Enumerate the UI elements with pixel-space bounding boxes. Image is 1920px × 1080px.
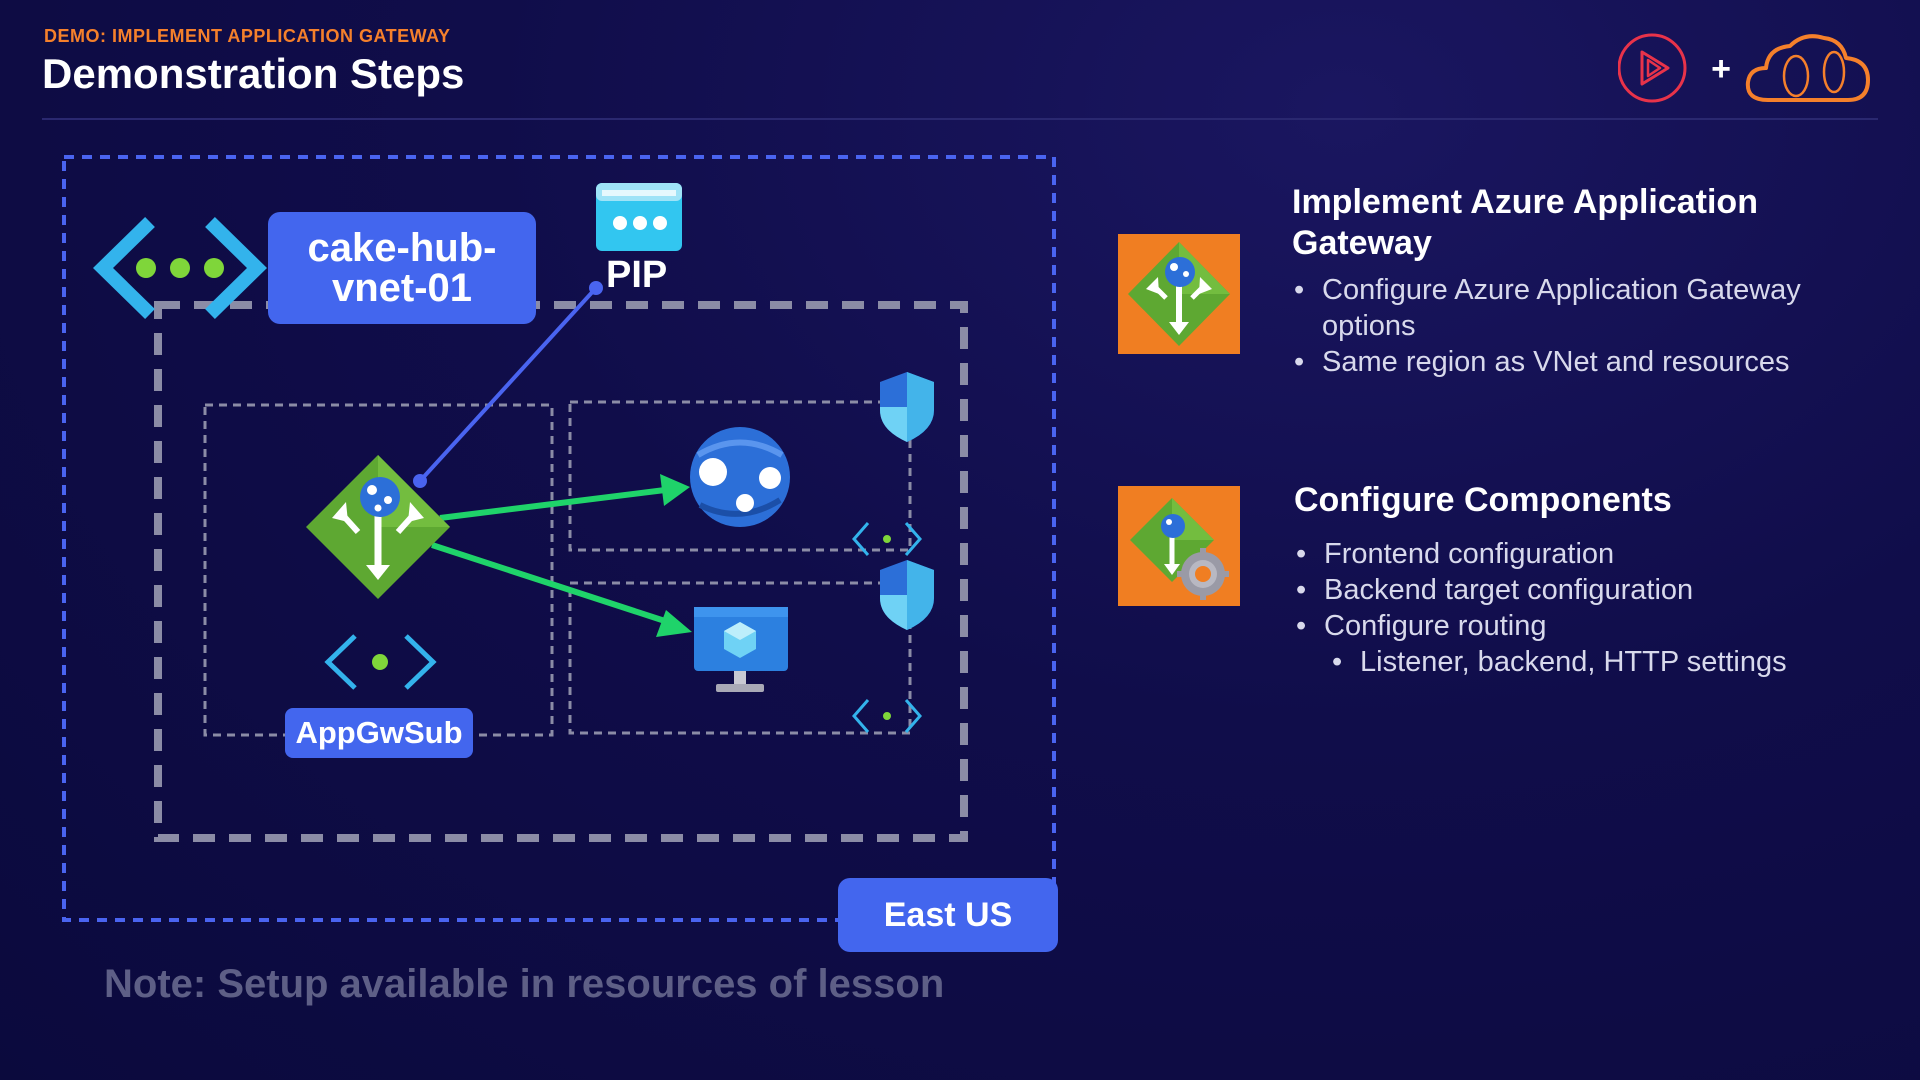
section-1-bullet: Configure Azure Application Gateway opti…	[1294, 272, 1874, 344]
nsg-shield-icon-1	[880, 372, 934, 442]
section-2-bullets: Frontend configuration Backend target co…	[1296, 536, 1876, 680]
header-divider	[42, 118, 1878, 120]
page-title: Demonstration Steps	[42, 50, 465, 97]
pip-connection-line	[418, 286, 598, 483]
backend-subnet-2-boundary	[568, 581, 912, 735]
section-1-title: Implement Azure Application Gateway	[1292, 183, 1758, 262]
gear-icon	[1177, 548, 1229, 600]
public-ip-icon	[596, 183, 682, 251]
pip-label: PIP	[606, 254, 668, 296]
section-2-bullet: Backend target configuration	[1296, 572, 1876, 608]
section-2-sub-bullet: Listener, backend, HTTP settings	[1296, 644, 1876, 680]
subnet-icon	[324, 634, 437, 690]
backend-subnet-1-icon	[852, 522, 922, 556]
web-app-icon	[690, 427, 790, 527]
vnet-boundary	[154, 301, 968, 842]
pip-connection-start	[413, 474, 427, 488]
section-1-bullet: Same region as VNet and resources	[1294, 344, 1874, 380]
play-logo-icon	[1618, 33, 1687, 103]
section-1-bullets: Configure Azure Application Gateway opti…	[1294, 272, 1874, 380]
section-2-bullet: Configure routing	[1296, 608, 1876, 644]
logos-plus: +	[1711, 50, 1731, 88]
section-2-bullet: Frontend configuration	[1296, 536, 1876, 572]
pip-connection-end	[589, 281, 603, 295]
subnet-name-label: AppGwSub	[285, 708, 473, 758]
backend-subnet-1-boundary	[568, 400, 912, 552]
virtual-machine-icon	[694, 607, 788, 692]
cloud-logo-icon	[1745, 34, 1870, 102]
region-boundary	[62, 155, 1056, 922]
application-gateway-icon	[306, 455, 450, 599]
nsg-shield-icon-2	[880, 560, 934, 630]
route-arrow-vm	[431, 542, 692, 637]
application-gateway-feature-icon	[1118, 234, 1240, 354]
route-arrow-webapp	[439, 474, 690, 521]
section-2-title: Configure Components	[1294, 481, 1672, 519]
virtual-network-icon	[92, 216, 268, 320]
appgw-subnet-boundary	[203, 403, 554, 737]
application-gateway-config-feature-icon	[1118, 486, 1240, 606]
eyebrow-title: DEMO: IMPLEMENT APPLICATION GATEWAY	[44, 26, 451, 46]
backend-subnet-2-icon	[852, 699, 922, 733]
vnet-name-label: cake-hub- vnet-01	[268, 212, 536, 324]
region-badge: East US	[838, 878, 1058, 952]
lesson-note: Note: Setup available in resources of le…	[104, 962, 945, 1006]
brand-logos: +	[1618, 33, 1870, 103]
